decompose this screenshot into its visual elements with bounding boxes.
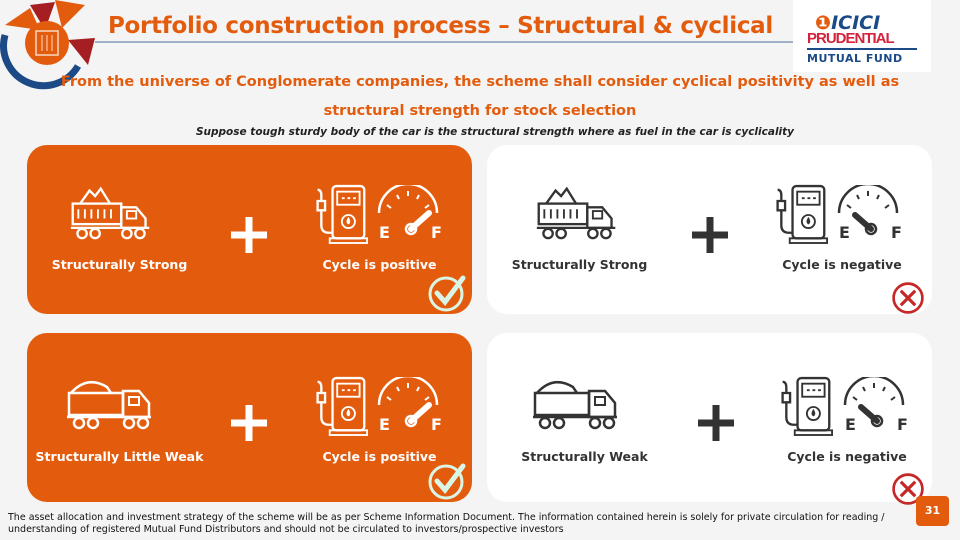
plus-icon [690,215,730,255]
header-emblem [0,0,95,90]
fuel-pump-icon [777,373,833,441]
card-strong-negative: Structurally Strong E F Cycle is negativ… [487,145,932,314]
page-title: Portfolio construction process – Structu… [108,13,773,39]
logo-mark-icon: ❶ [815,12,832,34]
truck-light-load-icon [531,369,621,431]
structure-label: Structurally Strong [51,257,188,272]
cycle-label: Cycle is negative [787,449,907,464]
title-divider [95,41,795,43]
page-number: 31 [916,496,949,526]
structure-label: Structurally Strong [511,257,648,272]
logo-line3: MUTUAL FUND [807,48,917,65]
truck-light-load-icon [65,369,155,431]
fuel-pump-icon [312,373,368,441]
icici-prudential-logo: ❶ICICI PRUDENTIAL MUTUAL FUND [793,0,931,72]
fuel-pump-icon [772,181,828,249]
gauge-full-label: F [891,223,902,242]
truck-loaded-icon [69,181,153,243]
logo-line2: PRUDENTIAL [807,30,895,47]
gauge-empty-label: E [379,415,390,434]
plus-icon [229,215,269,255]
plus-icon [229,403,269,443]
plus-icon [696,403,736,443]
card-weak-negative: Structurally Weak E F Cycle is negative [487,333,932,502]
gauge-full-label: F [431,223,442,242]
structure-label: Structurally Little Weak [35,449,204,464]
subtitle-line2: structural strength for stock selection [323,103,637,119]
disclaimer: The asset allocation and investment stra… [8,512,885,535]
card-weak-positive: Structurally Little Weak E F Cycle is po… [27,333,472,502]
fuel-pump-icon [312,181,368,249]
logo-line1: ❶ICICI [815,12,880,34]
gauge-full-label: F [897,415,908,434]
subtitle-line1: From the universe of Conglomerate compan… [60,74,900,90]
gauge-empty-label: E [839,223,850,242]
structure-label: Structurally Weak [521,449,648,464]
gauge-full-label: F [431,415,442,434]
cycle-label: Cycle is positive [322,449,437,464]
logo-text: ICICI [831,12,881,34]
gauge-empty-label: E [845,415,856,434]
cycle-label: Cycle is negative [782,257,902,272]
card-strong-positive: Structurally Strong E F Cycle is positiv… [27,145,472,314]
analogy-note: Suppose tough sturdy body of the car is … [195,126,795,138]
cycle-label: Cycle is positive [322,257,437,272]
gauge-empty-label: E [379,223,390,242]
cross-icon [890,280,926,316]
check-icon [427,461,467,501]
truck-loaded-icon [535,181,619,243]
check-icon [427,273,467,313]
